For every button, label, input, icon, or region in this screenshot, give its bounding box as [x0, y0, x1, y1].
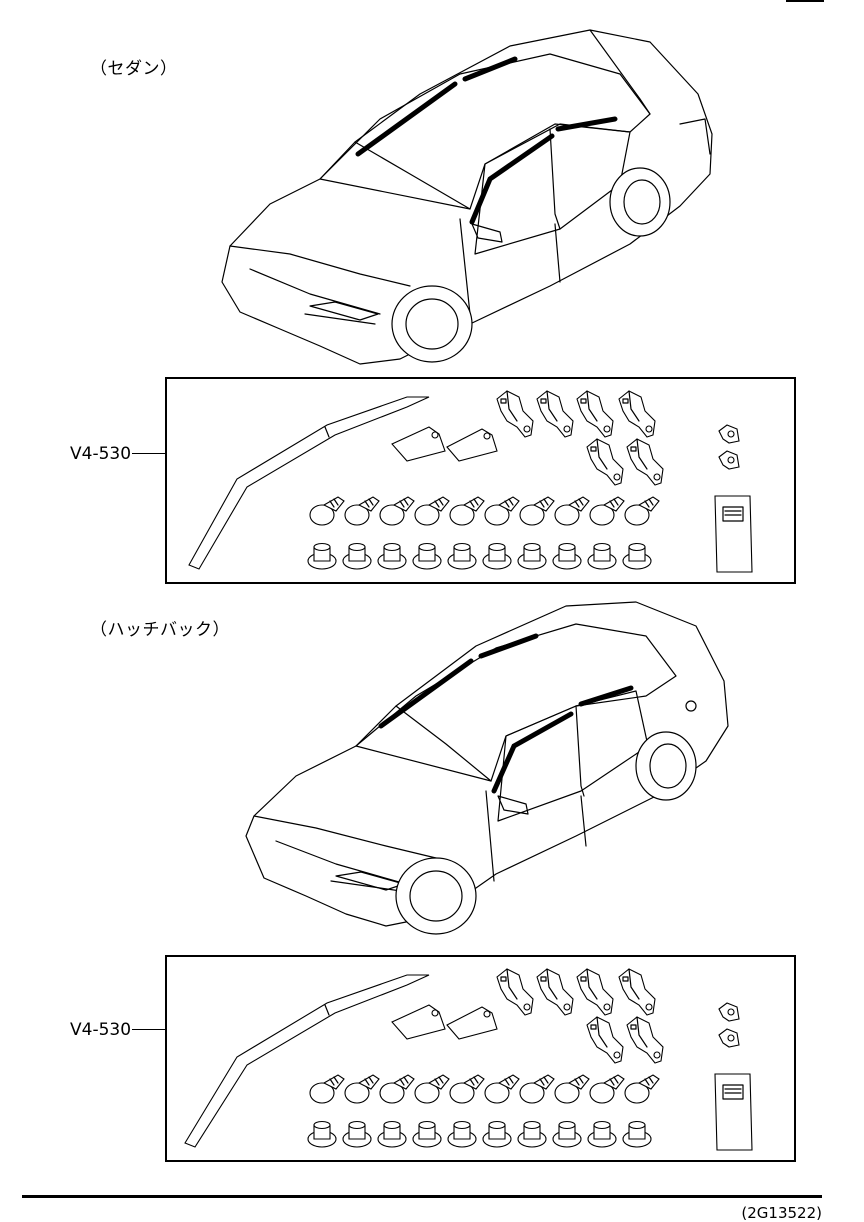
- door-visor-icon: [184, 974, 430, 1148]
- push-clip-icon: [554, 496, 590, 526]
- sedan-kit-box: [165, 377, 796, 584]
- grommet-icon: [377, 542, 407, 570]
- push-clip-icon: [309, 496, 345, 526]
- push-clip-icon: [624, 496, 660, 526]
- mounting-bracket-icon: [576, 968, 614, 1016]
- grommet-icon: [517, 1120, 547, 1148]
- bottom-rule: [22, 1195, 822, 1198]
- push-clip-icon: [554, 1074, 590, 1104]
- mounting-bracket-icon: [586, 438, 624, 486]
- grommet-icon: [552, 542, 582, 570]
- grommet-icon: [447, 542, 477, 570]
- sedan-car-illustration-icon: [210, 24, 730, 374]
- push-clip-icon: [379, 496, 415, 526]
- hatchback-kit-callout-label: V4-530: [70, 1020, 132, 1040]
- grommet-icon: [552, 1120, 582, 1148]
- mounting-bracket-icon: [626, 438, 664, 486]
- hatchback-kit-leader-line: [132, 1029, 166, 1030]
- mounting-bracket-icon: [618, 390, 656, 438]
- small-clip-icon: [718, 424, 740, 444]
- push-clip-icon: [484, 1074, 520, 1104]
- push-clip-icon: [519, 496, 555, 526]
- instruction-manual-icon: [714, 495, 753, 573]
- sedan-kit-callout-label: V4-530: [70, 444, 132, 464]
- push-clip-icon: [449, 1074, 485, 1104]
- mounting-bracket-icon: [586, 1016, 624, 1064]
- push-clip-icon: [484, 496, 520, 526]
- push-clip-icon: [589, 1074, 625, 1104]
- push-clip-icon: [414, 496, 450, 526]
- mounting-bracket-icon: [496, 390, 534, 438]
- adhesive-tape-icon: [391, 426, 498, 462]
- push-clip-icon: [589, 496, 625, 526]
- grommet-icon: [482, 542, 512, 570]
- push-clip-icon: [344, 1074, 380, 1104]
- mounting-bracket-icon: [496, 968, 534, 1016]
- push-clip-icon: [449, 496, 485, 526]
- section-hatchback-title: （ハッチバック）: [90, 620, 230, 640]
- mounting-bracket-icon: [536, 390, 574, 438]
- sedan-kit-leader-line: [132, 453, 166, 454]
- grommet-icon: [517, 542, 547, 570]
- grommet-icon: [587, 542, 617, 570]
- corner-mark: [786, 0, 824, 2]
- hatchback-car-illustration-icon: [236, 596, 736, 946]
- hatchback-kit-box: [165, 955, 796, 1162]
- push-clip-icon: [344, 496, 380, 526]
- section-sedan-title: （セダン）: [90, 59, 178, 79]
- small-clip-icon: [718, 1002, 740, 1022]
- grommet-icon: [342, 1120, 372, 1148]
- grommet-icon: [307, 1120, 337, 1148]
- small-clip-icon: [718, 450, 740, 470]
- mounting-bracket-icon: [626, 1016, 664, 1064]
- grommet-icon: [622, 542, 652, 570]
- mounting-bracket-icon: [576, 390, 614, 438]
- mounting-bracket-icon: [618, 968, 656, 1016]
- grommet-icon: [412, 542, 442, 570]
- grommet-icon: [307, 542, 337, 570]
- adhesive-tape-icon: [391, 1004, 498, 1040]
- push-clip-icon: [309, 1074, 345, 1104]
- small-clip-icon: [718, 1028, 740, 1048]
- grommet-icon: [447, 1120, 477, 1148]
- door-visor-icon: [188, 396, 430, 570]
- grommet-icon: [412, 1120, 442, 1148]
- mounting-bracket-icon: [536, 968, 574, 1016]
- grommet-icon: [482, 1120, 512, 1148]
- instruction-manual-icon: [714, 1073, 753, 1151]
- push-clip-icon: [379, 1074, 415, 1104]
- figure-id: (2G13522): [741, 1204, 822, 1222]
- push-clip-icon: [414, 1074, 450, 1104]
- push-clip-icon: [624, 1074, 660, 1104]
- grommet-icon: [622, 1120, 652, 1148]
- grommet-icon: [377, 1120, 407, 1148]
- grommet-icon: [587, 1120, 617, 1148]
- grommet-icon: [342, 542, 372, 570]
- push-clip-icon: [519, 1074, 555, 1104]
